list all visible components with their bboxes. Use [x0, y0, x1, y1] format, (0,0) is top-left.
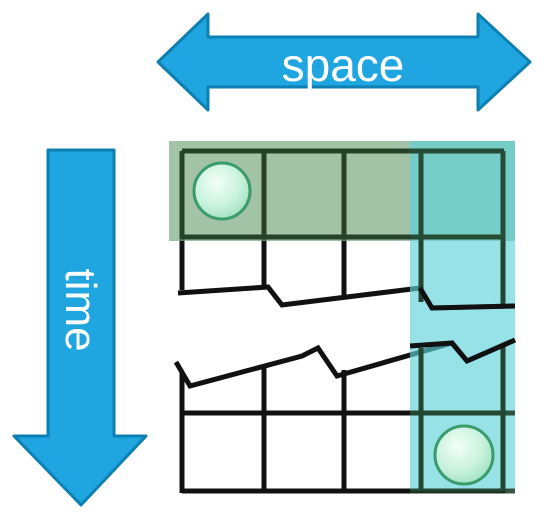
space-label: space [282, 39, 405, 91]
space-arrow: space [156, 12, 532, 112]
column-crossing-lines [409, 286, 517, 365]
time-arrow-shape [12, 148, 148, 507]
break-line-bottom-overlay [409, 337, 517, 365]
time-label: time [56, 268, 105, 351]
space-arrow-shape [156, 12, 532, 112]
start-marker [192, 161, 252, 221]
highlight-grid-lines [179, 148, 515, 494]
end-marker [433, 424, 495, 486]
time-arrow: time [12, 148, 148, 507]
break-line-top-overlay [417, 286, 516, 311]
